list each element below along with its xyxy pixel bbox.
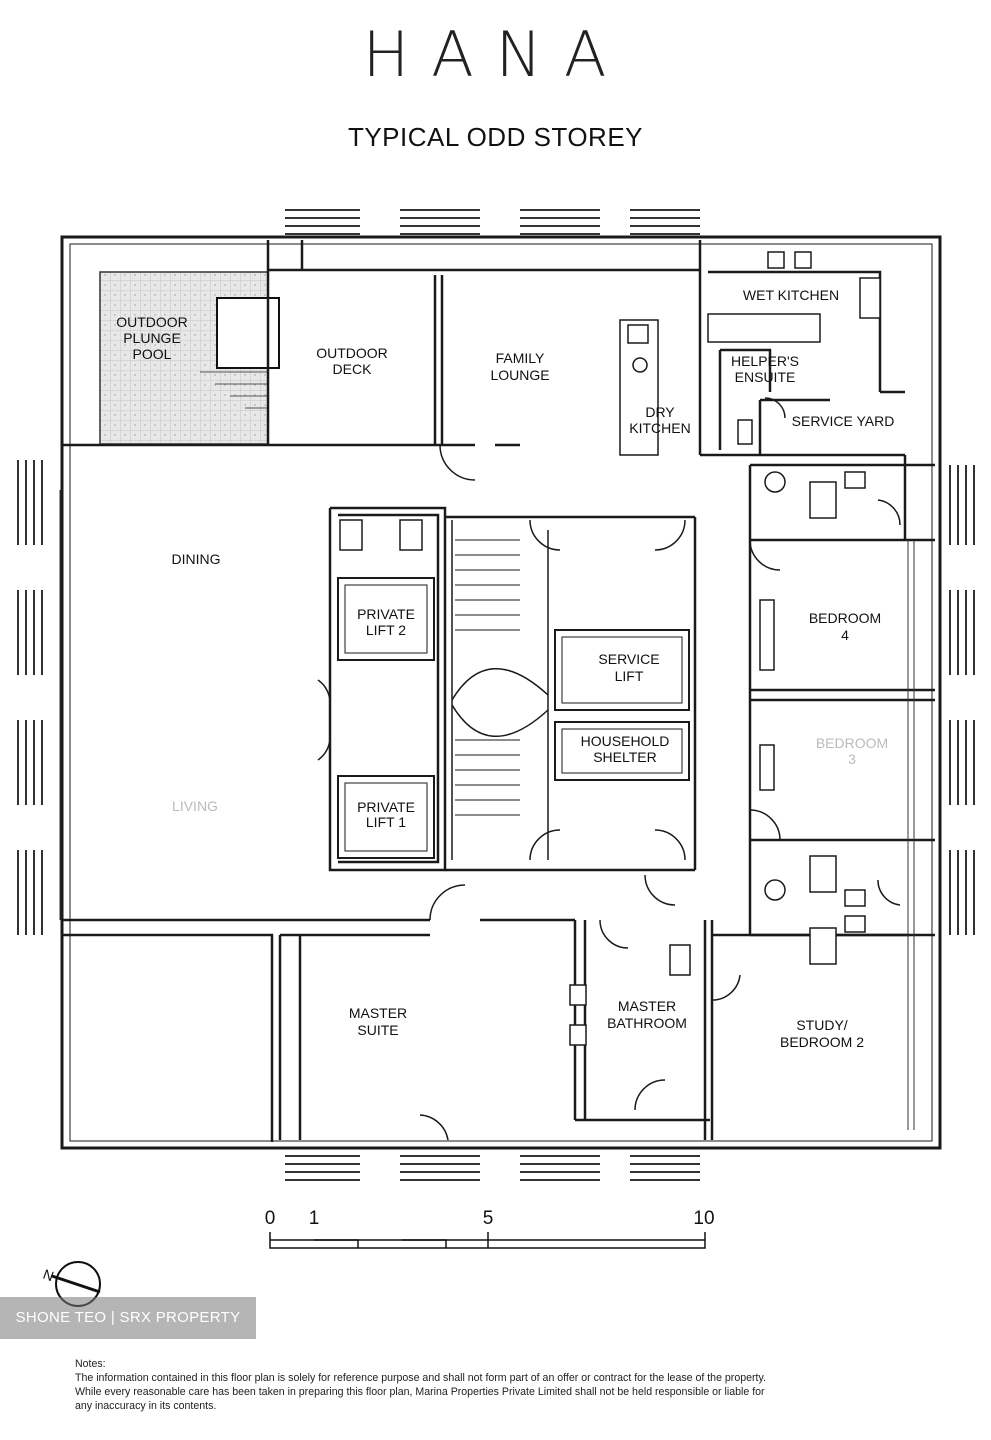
louvre-group (17, 209, 975, 1181)
sanitary-fixtures (339, 419, 866, 1046)
scale-blocks (314, 1232, 489, 1248)
scale-tick-1: 1 (309, 1208, 320, 1229)
outer-walls (60, 235, 942, 1150)
louvre-left (17, 460, 43, 935)
plan-title: TYPICAL ODD STOREY (347, 122, 644, 152)
brand-logo: HANA (362, 18, 629, 91)
label-service-yard: SERVICE YARD (792, 413, 895, 429)
watermark: SHONE TEO | SRX PROPERTY (0, 1297, 256, 1339)
notes-line: any inaccuracy in its contents. (75, 1400, 217, 1412)
louvre-right (949, 465, 975, 935)
door-swings (317, 397, 901, 1141)
plunge-pool (99, 271, 280, 445)
disclaimer-notes: Notes: The information contained in this… (75, 1357, 955, 1413)
glazing (59, 490, 915, 1130)
label-living: LIVING (172, 798, 218, 814)
label-dining: DINING (172, 551, 221, 567)
scale-tick-5: 5 (483, 1208, 494, 1229)
scale-tick-10: 10 (693, 1208, 714, 1229)
compass-north-label: N (41, 1266, 56, 1284)
notes-line: The information contained in this floor … (75, 1372, 766, 1384)
notes-line: While every reasonable care has been tak… (75, 1386, 765, 1398)
scale-bar: 0 1 5 10 (265, 1208, 715, 1249)
building-core (337, 520, 690, 860)
label-study-bedroom-2: STUDY/BEDROOM 2 (780, 1017, 864, 1050)
kitchen-fixtures (619, 251, 881, 456)
notes-heading: Notes: (75, 1358, 106, 1370)
louvre-bottom (285, 1155, 700, 1181)
scale-tick-0: 0 (265, 1208, 276, 1229)
louvre-top (285, 209, 700, 235)
label-wet-kitchen: WET KITCHEN (743, 287, 839, 303)
